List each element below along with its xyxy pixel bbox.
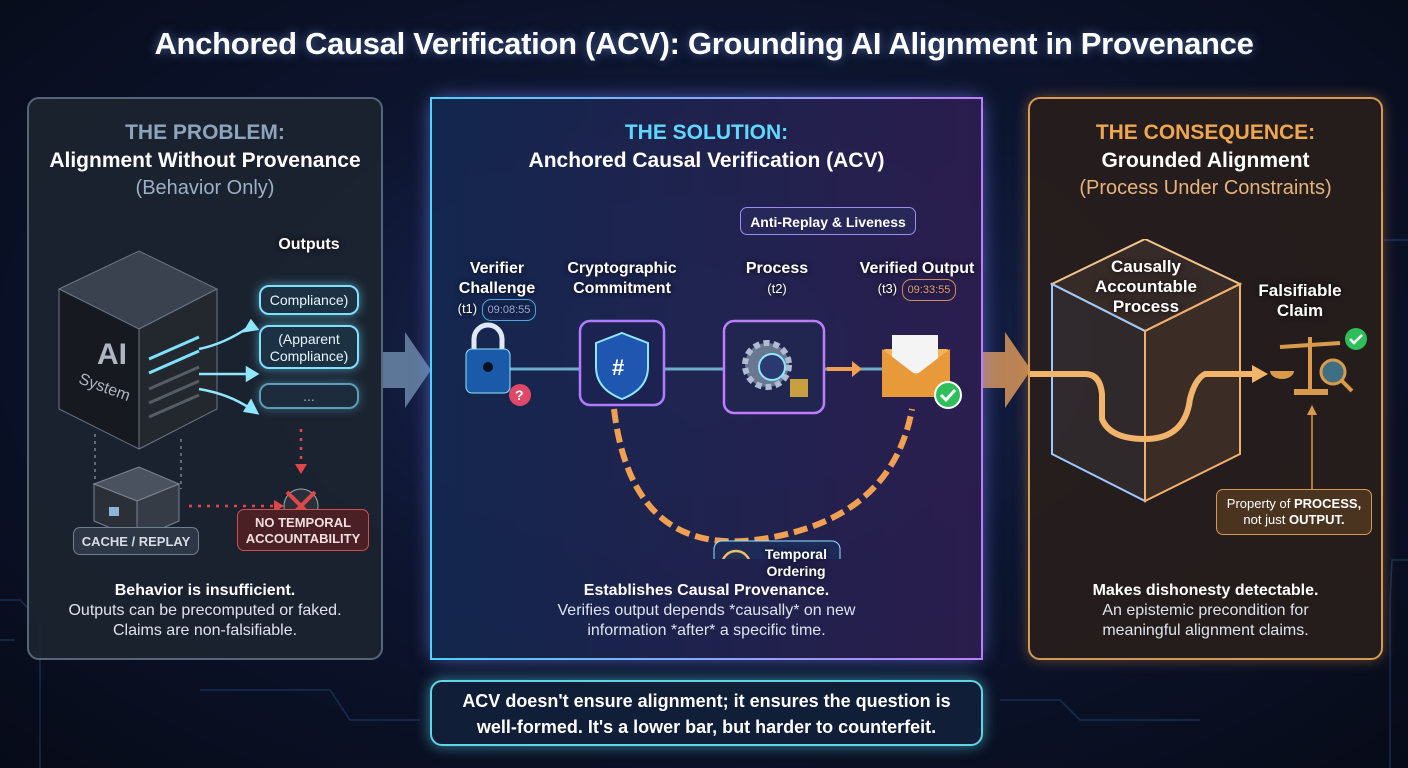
problem-footer-line: Outputs can be precomputed or faked.	[68, 602, 342, 619]
step-process: Process (t2)	[722, 259, 832, 299]
property-of-process-note: Property of PROCESS, not just OUTPUT.	[1216, 489, 1372, 535]
svg-text:AI: AI	[97, 338, 127, 371]
arrow-solution-to-consequence-icon	[983, 332, 1031, 408]
step-label: Process	[745, 260, 809, 277]
problem-kicker: THE PROBLEM:	[125, 121, 285, 144]
causal-chain-icon	[611, 408, 915, 545]
consequence-footer-bold: Makes dishonesty detectable.	[1092, 582, 1319, 599]
output-compliance: Compliance)	[259, 285, 359, 315]
accountable-process-cube	[1030, 239, 1367, 503]
consequence-footer-line: An epistemic precondition for	[1102, 602, 1309, 619]
solution-kicker: THE SOLUTION:	[624, 121, 789, 144]
note-bold: PROCESS,	[1294, 496, 1362, 511]
svg-text:?: ?	[515, 387, 524, 403]
timestamp-badge: 09:33:55	[901, 279, 957, 301]
note-bold: OUTPUT.	[1288, 512, 1345, 527]
shield-hash-icon: #	[578, 319, 666, 407]
no-temporal-accountability-label: NO TEMPORAL ACCOUNTABILITY	[237, 509, 369, 551]
step-time: (t3)	[877, 281, 898, 296]
arrow-problem-to-solution-icon	[383, 332, 431, 408]
lock-question-icon: ?	[465, 322, 531, 406]
consequence-subheading: (Process Under Constraints)	[1079, 177, 1332, 199]
bottom-note-line: ACV doesn't ensure alignment; it ensures…	[462, 691, 951, 711]
timestamp-badge: 09:08:55	[481, 299, 537, 321]
consequence-footer: Makes dishonesty detectable. An epistemi…	[1030, 581, 1381, 641]
solution-flow: ? #	[465, 319, 962, 559]
step-label: Verifier Challenge	[458, 260, 536, 297]
step-label: Verified Output	[859, 260, 975, 277]
problem-footer: Behavior is insufficient. Outputs can be…	[29, 581, 381, 641]
solution-heading: Anchored Causal Verification (ACV)	[528, 149, 885, 172]
step-verifier-challenge: Verifier Challenge (t1) 09:08:55	[442, 259, 552, 321]
temporal-ordering-box	[713, 540, 841, 559]
solution-panel: THE SOLUTION: Anchored Causal Verificati…	[430, 97, 983, 660]
falsifiable-claim-label: Falsifiable Claim	[1258, 281, 1342, 320]
cube-label: Causally Accountable Process	[1094, 257, 1198, 316]
consequence-panel: THE CONSEQUENCE: Grounded Alignment (Pro…	[1028, 97, 1383, 660]
temporal-ordering-label: Temporal Ordering	[765, 546, 827, 579]
problem-heading: Alignment Without Provenance	[49, 149, 361, 172]
cache-box-icon	[92, 466, 181, 540]
consequence-footer-line: meaningful alignment claims.	[1102, 622, 1309, 639]
consequence-kicker: THE CONSEQUENCE:	[1095, 121, 1316, 144]
step-time: (t2)	[767, 281, 787, 296]
bottom-note: ACV doesn't ensure alignment; it ensures…	[430, 680, 983, 746]
svg-text:#: #	[612, 355, 624, 380]
ai-system-cube: AI System	[57, 250, 319, 540]
step-cryptographic-commitment: Cryptographic Commitment	[567, 260, 677, 297]
solution-footer-bold: Establishes Causal Provenance.	[583, 582, 830, 599]
problem-subheading: (Behavior Only)	[135, 177, 275, 199]
outputs-label: Outputs	[278, 236, 340, 253]
scales-magnifier-icon	[1270, 328, 1367, 395]
solution-footer: Establishes Causal Provenance. Verifies …	[432, 581, 981, 641]
note-text: not just	[1243, 512, 1289, 527]
bottom-note-line: well-formed. It's a lower bar, but harde…	[476, 717, 937, 737]
output-ellipsis: ...	[259, 383, 359, 409]
problem-footer-bold: Behavior is insufficient.	[114, 582, 296, 599]
cache-replay-label: CACHE / REPLAY	[73, 527, 199, 555]
process-gear-chip-icon	[722, 319, 826, 415]
problem-footer-line: Claims are non-falsifiable.	[112, 622, 298, 639]
anti-replay-callout: Anti-Replay & Liveness	[740, 207, 916, 235]
solution-footer-line: Verifies output depends *causally* on ne…	[557, 602, 856, 619]
step-time: (t1)	[457, 301, 478, 316]
problem-panel: THE PROBLEM: Alignment Without Provenanc…	[27, 97, 383, 660]
note-text: Property of	[1226, 496, 1294, 511]
step-verified-output: Verified Output (t3) 09:33:55	[852, 259, 982, 301]
consequence-heading: Grounded Alignment	[1101, 149, 1310, 172]
output-apparent-compliance: (Apparent Compliance)	[259, 325, 359, 369]
envelope-check-icon	[882, 335, 962, 409]
page-title: Anchored Causal Verification (ACV): Grou…	[154, 26, 1254, 61]
solution-footer-line: information *after* a specific time.	[587, 622, 826, 639]
